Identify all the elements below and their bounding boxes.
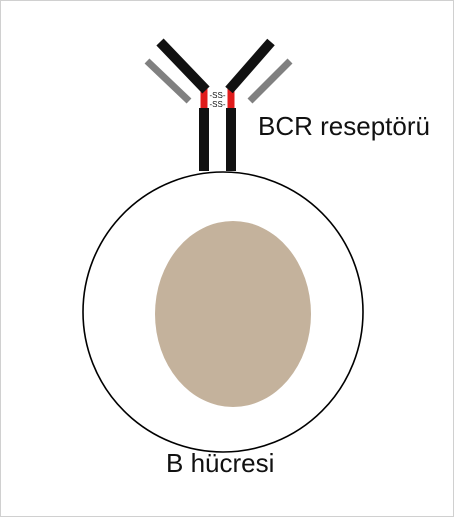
cell-label: B hücresi	[166, 448, 275, 478]
heavy-chain-arm-right	[225, 38, 275, 94]
nucleus	[155, 221, 311, 407]
disulfide-bond-top: -SS-	[210, 91, 226, 100]
receptor-label: BCR reseptörü	[258, 111, 430, 141]
heavy-chain-arm-left	[156, 38, 210, 94]
light-chain-left	[144, 58, 192, 104]
light-chain-right	[247, 58, 293, 104]
disulfide-bond-bottom: -SS-	[210, 100, 226, 109]
